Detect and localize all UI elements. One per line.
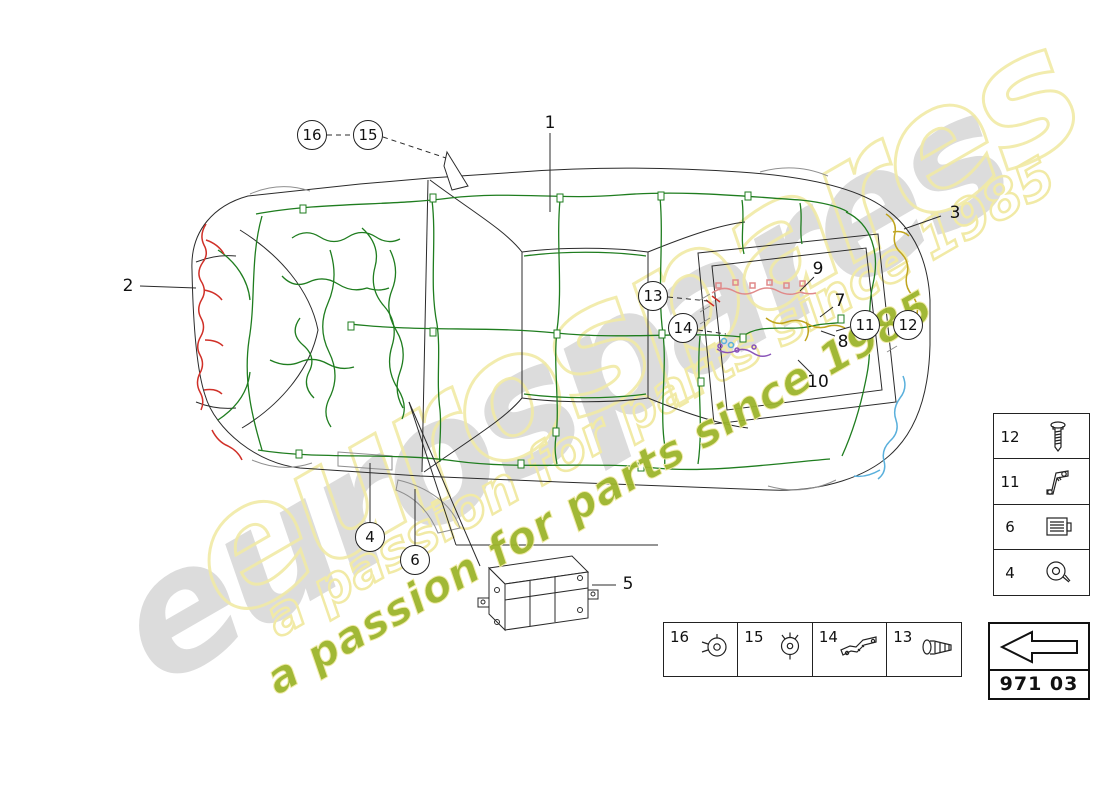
- callout-label: 10: [807, 372, 829, 392]
- callout-label: 3: [949, 203, 961, 223]
- round-retainer-icon: [695, 627, 735, 671]
- side-harness-blue: [853, 375, 906, 480]
- side-harness-yellow: [885, 213, 919, 315]
- fusebox-drawing: [477, 555, 599, 632]
- part-code: 971 03: [999, 673, 1079, 695]
- callout-label: 4: [365, 528, 375, 546]
- legend-part-number: 15: [744, 628, 764, 646]
- legend-part-number: 4: [1005, 563, 1015, 582]
- callout-14: 14: [668, 313, 698, 343]
- callout-label: 9: [812, 259, 824, 279]
- callout-label: 13: [643, 287, 663, 305]
- callout-16: 16: [297, 120, 327, 150]
- legend-part-number: 12: [1000, 427, 1020, 446]
- legend-item-15: 15: [737, 622, 814, 677]
- callout-12: 12: [893, 310, 923, 340]
- car-body-outline: [191, 150, 931, 534]
- legend-item-6: 6: [993, 503, 1090, 551]
- callout-label: 15: [358, 126, 378, 144]
- bracket-icon: [1026, 464, 1089, 500]
- legend-part-number: 11: [1000, 472, 1020, 491]
- legend-item-11: 11: [993, 458, 1090, 506]
- callout-15: 15: [353, 120, 383, 150]
- screw-icon: [916, 627, 958, 671]
- fastener-legend-bottom: 16 15 14: [663, 622, 963, 677]
- legend-part-number: 6: [1005, 518, 1015, 537]
- legend-item-16: 16: [663, 622, 739, 677]
- callout-label: 14: [673, 319, 693, 337]
- callout-label: 5: [622, 574, 634, 594]
- callout-label: 16: [302, 126, 322, 144]
- callout-4: 4: [355, 522, 385, 552]
- round-clip-icon: [769, 627, 809, 671]
- callout-1: 1: [545, 113, 556, 133]
- callout-5: 5: [623, 574, 634, 594]
- callout-label: 2: [122, 276, 134, 296]
- callout-6: 6: [400, 545, 430, 575]
- callout-11: 11: [850, 310, 880, 340]
- legend-part-number: 13: [893, 628, 913, 646]
- callout-label: 1: [544, 113, 556, 133]
- bracket-strip-icon: [838, 627, 884, 671]
- legend-item-14: 14: [811, 622, 888, 677]
- front-harness-red: [196, 223, 243, 461]
- control-module-icon: [1026, 510, 1089, 544]
- callout-label: 11: [855, 316, 875, 334]
- callout-label: 7: [834, 291, 846, 311]
- callout-9: 9: [813, 259, 824, 279]
- callout-10: 10: [807, 372, 829, 392]
- callout-8: 8: [838, 332, 849, 352]
- callout-2: 2: [123, 276, 134, 296]
- fastener-legend-right: 12 11 6: [993, 413, 1090, 597]
- legend-part-number: 16: [670, 628, 690, 646]
- clamp-ring-icon: [1026, 556, 1089, 590]
- legend-item-13: 13: [886, 622, 963, 677]
- callout-13: 13: [638, 281, 668, 311]
- screw-icon: [1026, 418, 1089, 456]
- callout-label: 12: [898, 316, 918, 334]
- part-number-box: 971 03: [988, 622, 1090, 700]
- callout-7: 7: [835, 291, 846, 311]
- callout-3: 3: [950, 203, 961, 223]
- back-arrow-icon: [990, 624, 1088, 671]
- callout-leader-lines: [139, 133, 942, 586]
- legend-part-number: 14: [818, 628, 838, 646]
- main-wiring-harness-green: [217, 191, 877, 472]
- callout-label: 6: [410, 551, 420, 569]
- legend-item-4: 4: [993, 549, 1090, 597]
- engine-bay-harnesses: [705, 279, 846, 357]
- callout-label: 8: [837, 332, 849, 352]
- legend-item-12: 12: [993, 413, 1090, 460]
